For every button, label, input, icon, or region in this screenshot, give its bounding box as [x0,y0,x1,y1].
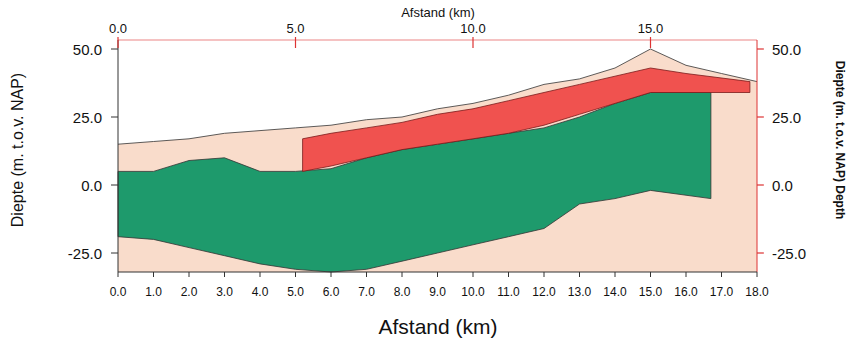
tick-mark [757,184,764,185]
tick-label: 6.0 [323,286,340,298]
tick-label: 3.0 [216,286,233,298]
tick-label: 0.0 [110,286,127,298]
tick-label: 7.0 [358,286,375,298]
tick-mark [402,272,403,277]
tick-mark [331,272,332,277]
top-axis [118,40,757,41]
tick-mark [757,272,758,277]
tick-mark [111,253,118,254]
tick-label: 5.0 [286,22,304,35]
tick-mark [757,252,764,253]
tick-mark [650,272,651,277]
axis-title: Afstand (km) [378,316,497,337]
tick-label: 11.0 [497,286,519,298]
tick-mark [111,117,118,118]
tick-label: -25.0 [772,246,806,261]
tick-mark [260,272,261,277]
tick-label: 50.0 [772,42,801,57]
tick-mark [473,272,474,277]
tick-mark [650,37,651,48]
tick-label: 8.0 [394,286,411,298]
tick-label: 0.0 [772,178,793,193]
right-axis [757,40,758,272]
tick-mark [111,185,118,186]
tick-label: 15.0 [639,286,662,298]
axis-title: Diepte (m. t.o.v. NAP) [10,73,26,227]
tick-mark [117,37,118,48]
tick-mark [437,272,438,277]
tick-mark [153,272,154,277]
tick-mark [757,48,764,49]
tick-mark [615,272,616,277]
tick-label: 12.0 [532,286,555,298]
tick-mark [544,272,545,277]
tick-label: 16.0 [674,286,697,298]
tick-mark [721,272,722,277]
tick-mark [508,272,509,277]
tick-label: 25.0 [772,110,801,125]
tick-label: 25.0 [73,110,102,125]
tick-label: 17.0 [710,286,733,298]
left-axis [118,40,119,272]
sediment-area [118,49,757,272]
tick-mark [189,272,190,277]
tick-mark [295,272,296,277]
tick-label: 10.0 [460,22,485,35]
tick-label: 1.0 [145,286,162,298]
red-layer [303,68,750,171]
tick-label: 0.0 [81,178,102,193]
tick-label: 9.0 [429,286,446,298]
tick-mark [295,37,296,48]
tick-mark [686,272,687,277]
tick-label: 18.0 [745,286,768,298]
tick-label: 5.0 [287,286,304,298]
tick-label: -25.0 [68,246,102,261]
tick-mark [472,37,473,48]
tick-mark [118,272,119,277]
tick-label: 0.0 [109,22,127,35]
axis-title: Diepte (m. t.o.v. NAP) Depth [834,61,846,219]
tick-mark [579,272,580,277]
tick-label: 14.0 [603,286,626,298]
axis-title: Afstand (km) [401,6,475,19]
tick-mark [757,116,764,117]
tick-mark [224,272,225,277]
tick-mark [366,272,367,277]
tick-label: 50.0 [73,42,102,57]
tick-mark [111,49,118,50]
tick-label: 15.0 [638,22,663,35]
tick-label: 2.0 [181,286,198,298]
tick-label: 10.0 [461,286,484,298]
tick-label: 13.0 [568,286,591,298]
tick-label: 4.0 [252,286,269,298]
